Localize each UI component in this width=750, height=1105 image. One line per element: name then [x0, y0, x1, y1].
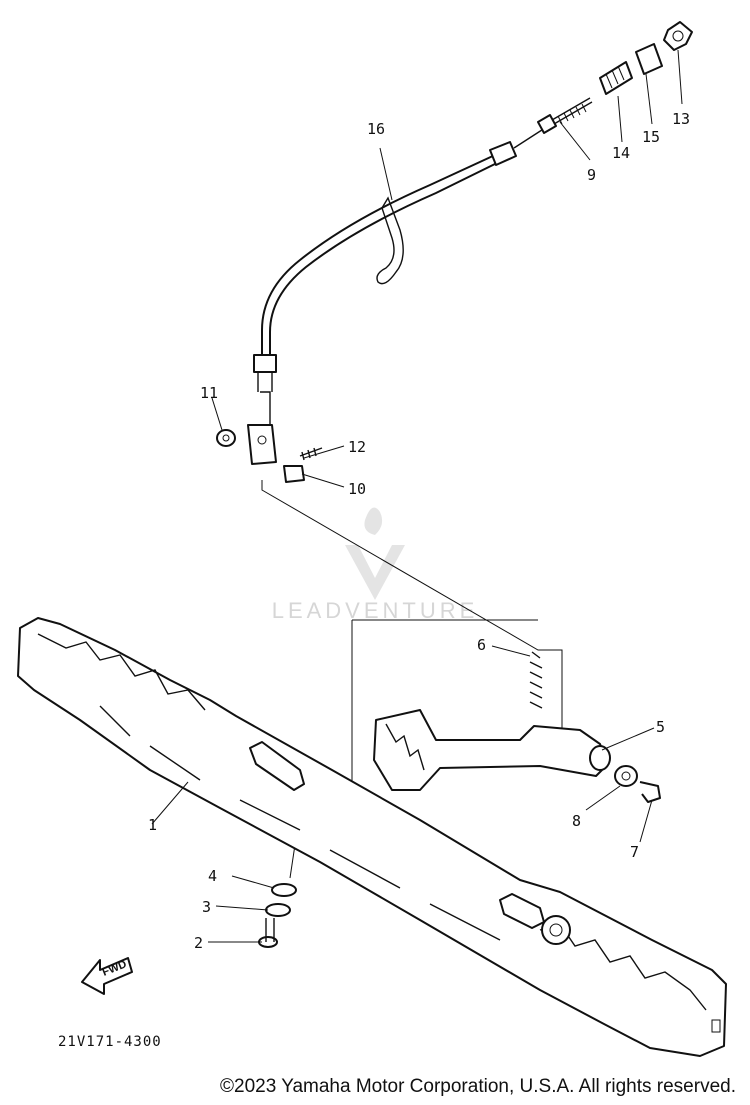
callout-16: 16: [367, 120, 385, 138]
cable-guide: [376, 196, 404, 285]
callout-13: 13: [672, 110, 690, 128]
cable-assembly: [247, 97, 593, 465]
callout-6: 6: [477, 636, 486, 654]
callout-7: 7: [630, 843, 639, 861]
drawing-code: 21V171-4300: [58, 1034, 162, 1050]
callout-labels: 1 2 3 4 5 6 7 8 9 10 11 12 13 14 15 16: [148, 110, 690, 952]
watermark-text: LEADVENTURE: [272, 598, 479, 623]
bolt-hardware: [258, 883, 297, 948]
callout-11: 11: [200, 384, 218, 402]
callout-15: 15: [642, 128, 660, 146]
footrest-bar: [17, 617, 727, 1057]
callout-5: 5: [656, 718, 665, 736]
callout-12: 12: [348, 438, 366, 456]
callout-9: 9: [587, 166, 596, 184]
adjuster-parts: [599, 21, 693, 95]
leader-lines: [151, 49, 683, 943]
callout-1: 1: [148, 816, 157, 834]
forward-direction-arrow: FWD: [81, 957, 133, 995]
callout-2: 2: [194, 934, 203, 952]
callout-14: 14: [612, 144, 630, 162]
watermark: LEADVENTURE: [272, 507, 479, 623]
callout-4: 4: [208, 867, 217, 885]
callout-8: 8: [572, 812, 581, 830]
assembly-guides: [261, 480, 563, 879]
copyright-notice: ©2023 Yamaha Motor Corporation, U.S.A. A…: [220, 1076, 736, 1097]
callout-3: 3: [202, 898, 211, 916]
watermark-logo-icon: [345, 507, 405, 600]
small-hardware: [216, 429, 323, 483]
brake-pedal-assembly: [373, 651, 661, 803]
callout-10: 10: [348, 480, 366, 498]
